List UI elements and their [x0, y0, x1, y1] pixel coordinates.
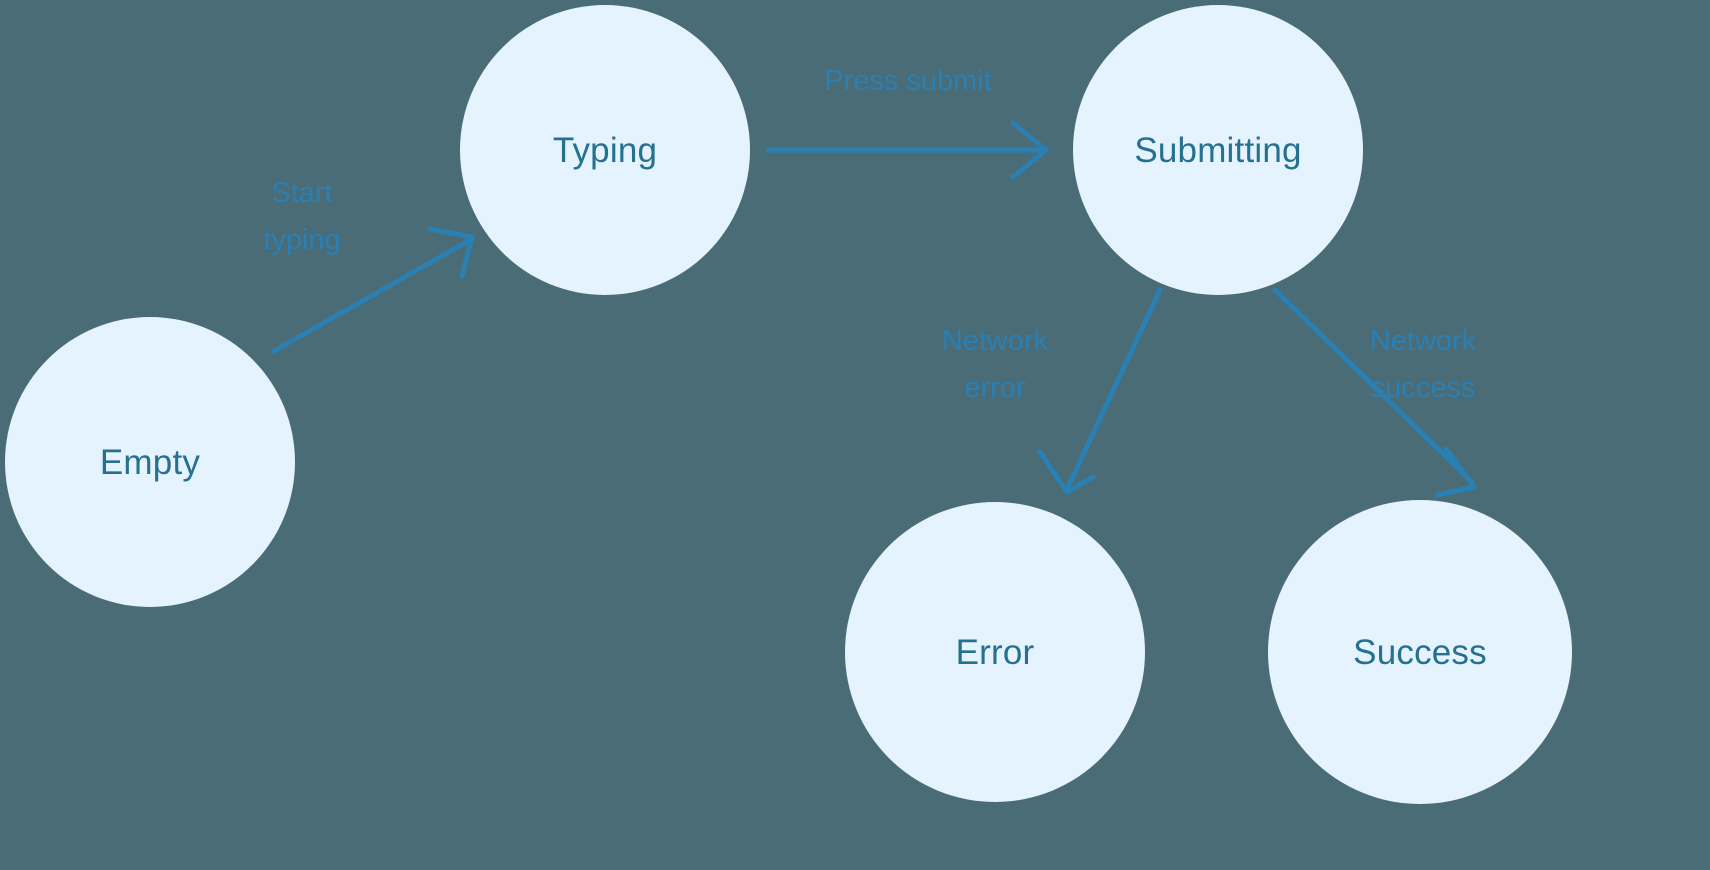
state-node-typing-label: Typing: [552, 130, 658, 170]
state-node-error[interactable]: Error: [845, 502, 1145, 802]
state-node-empty-label: Empty: [99, 442, 201, 482]
edge-submitting-to-error: [1037, 287, 1163, 495]
state-node-empty[interactable]: Empty: [5, 317, 295, 607]
edge-submitting-to-success: [1272, 287, 1477, 498]
edge-label-network-success: Network success: [1369, 325, 1477, 404]
state-node-error-label: Error: [955, 632, 1035, 672]
state-node-submitting-label: Submitting: [1134, 130, 1302, 170]
edge-label-start-typing: Start typing: [263, 177, 341, 256]
edge-label-press-submit: Press submit: [824, 65, 992, 97]
edge-label-network-error: Network error: [941, 325, 1049, 404]
edge-typing-to-submitting: [765, 120, 1049, 180]
state-node-typing[interactable]: Typing: [460, 5, 750, 295]
state-node-success-label: Success: [1353, 632, 1487, 672]
state-node-submitting[interactable]: Submitting: [1073, 5, 1363, 295]
edge-empty-to-typing: [271, 226, 475, 354]
state-node-success[interactable]: Success: [1268, 500, 1572, 804]
